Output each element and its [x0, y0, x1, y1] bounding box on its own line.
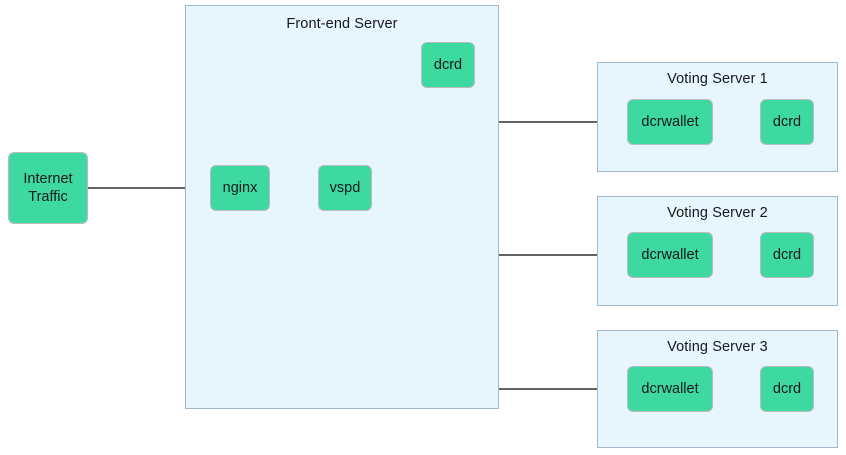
- node-voting2-dcrd[interactable]: dcrd: [760, 232, 814, 278]
- node-vspd[interactable]: vspd: [318, 165, 372, 211]
- cluster-title-voting-server-3: Voting Server 3: [667, 339, 768, 355]
- node-voting1-dcrd[interactable]: dcrd: [760, 99, 814, 145]
- cluster-title-front-end-server: Front-end Server: [286, 16, 398, 32]
- node-voting2-dcrwallet[interactable]: dcrwallet: [627, 232, 713, 278]
- node-internet-traffic[interactable]: Internet Traffic: [8, 152, 88, 224]
- node-voting3-dcrwallet[interactable]: dcrwallet: [627, 366, 713, 412]
- node-frontend-dcrd[interactable]: dcrd: [421, 42, 475, 88]
- cluster-title-voting-server-1: Voting Server 1: [667, 71, 768, 87]
- cluster-title-voting-server-2: Voting Server 2: [667, 205, 768, 221]
- node-nginx[interactable]: nginx: [210, 165, 270, 211]
- node-voting1-dcrwallet[interactable]: dcrwallet: [627, 99, 713, 145]
- node-voting3-dcrd[interactable]: dcrd: [760, 366, 814, 412]
